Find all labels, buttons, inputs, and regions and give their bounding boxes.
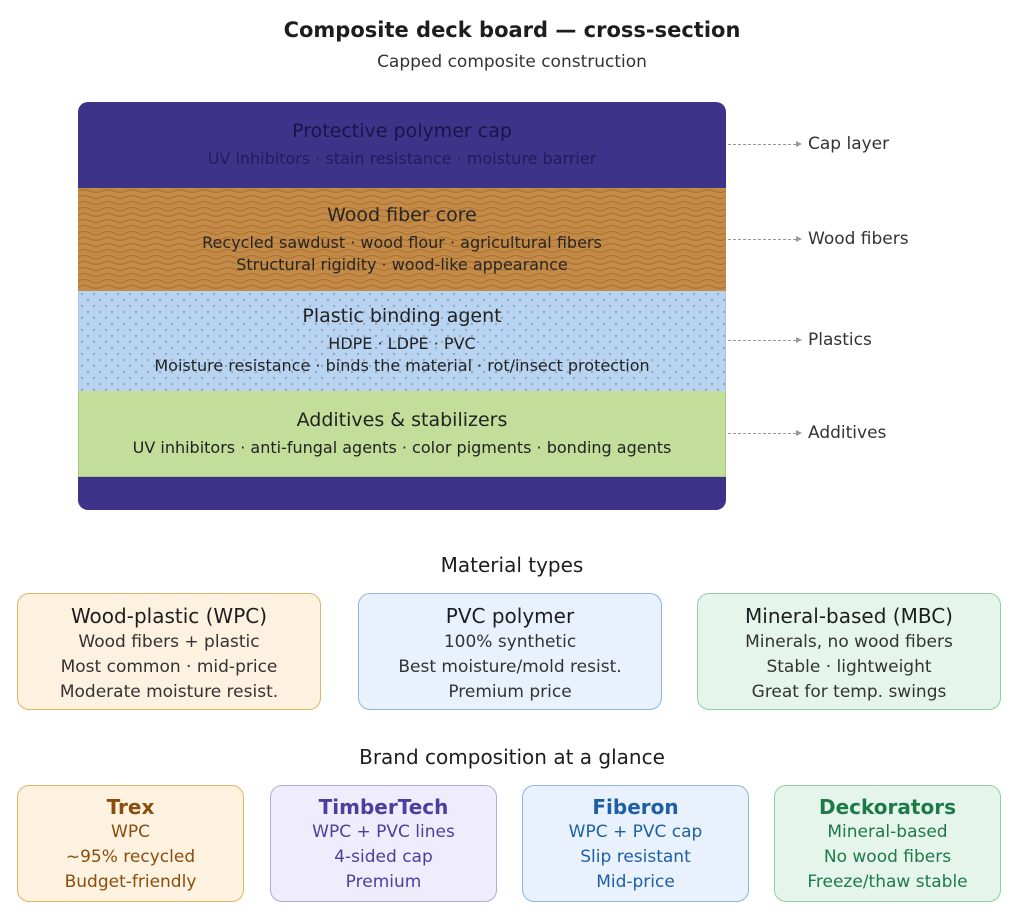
layer-additives: Additives & stabilizers UV inhibitors · … — [78, 391, 726, 477]
layer-plastic-title: Plastic binding agent — [302, 305, 502, 327]
brand-card-fiberon: Fiberon WPC + PVC cap Slip resistant Mid… — [522, 785, 749, 902]
material-card-wpc: Wood-plastic (WPC) Wood fibers + plastic… — [17, 593, 321, 710]
callout-dash — [728, 238, 796, 240]
material-types-heading: Material types — [440, 553, 584, 577]
material-card-line: Moderate moisture resist. — [59, 682, 279, 702]
wood-grain-texture — [78, 188, 726, 291]
brand-card-line: 4-sided cap — [334, 847, 433, 867]
brand-card-line: Budget-friendly — [64, 872, 197, 892]
layer-additives-line-1: UV inhibitors · anti-fungal agents · col… — [132, 437, 672, 457]
brand-card-deckorators: Deckorators Mineral-based No wood fibers… — [774, 785, 1001, 902]
brands-heading: Brand composition at a glance — [359, 745, 665, 769]
brand-card-line: Freeze/thaw stable — [807, 872, 968, 892]
material-card-mbc: Mineral-based (MBC) Minerals, no wood fi… — [697, 593, 1001, 710]
callout-cap-label: Cap layer — [808, 134, 890, 154]
callout-cap: Cap layer — [728, 134, 889, 154]
callout-wood: Wood fibers — [728, 229, 909, 249]
diagram-title: Composite deck board — cross-section — [283, 18, 741, 42]
material-card-line: Wood fibers + plastic — [78, 632, 260, 652]
material-card-line: Stable · lightweight — [766, 657, 932, 677]
arrow-right-icon — [796, 337, 802, 343]
brand-card-line: No wood fibers — [823, 847, 952, 867]
material-card-line: Most common · mid-price — [60, 657, 278, 677]
material-card-line: 100% synthetic — [443, 632, 577, 652]
brand-card-line: Slip resistant — [580, 847, 691, 867]
material-card-line: Best moisture/mold resist. — [398, 657, 622, 677]
callout-plastic: Plastics — [728, 330, 872, 350]
brand-card-line: WPC + PVC cap — [568, 822, 703, 842]
layer-wood-line-2: Structural rigidity · wood-like appearan… — [236, 254, 568, 274]
brand-card-timbertech: TimberTech WPC + PVC lines 4-sided cap P… — [270, 785, 497, 902]
layer-wood-fiber: Wood fiber core Recycled sawdust · wood … — [78, 188, 726, 291]
layer-bottom-cap — [78, 477, 726, 510]
material-card-title: Mineral-based (MBC) — [745, 604, 953, 628]
callout-dash — [728, 143, 796, 145]
material-card-line: Minerals, no wood fibers — [745, 632, 953, 652]
brand-card-title: Deckorators — [819, 795, 956, 819]
brand-card-title: TimberTech — [318, 795, 449, 819]
callout-wood-label: Wood fibers — [808, 229, 909, 249]
arrow-right-icon — [796, 236, 802, 242]
material-card-pvc: PVC polymer 100% synthetic Best moisture… — [358, 593, 662, 710]
layer-cap-line-1: UV inhibitors · stain resistance · moist… — [207, 149, 597, 168]
brand-card-title: Fiberon — [592, 795, 679, 819]
layer-additives-title: Additives & stabilizers — [296, 408, 508, 431]
brand-card-line: WPC + PVC lines — [312, 822, 455, 842]
arrow-right-icon — [796, 430, 802, 436]
brand-card-line: ~95% recycled — [65, 847, 196, 867]
layer-cap-title: Protective polymer cap — [292, 120, 512, 142]
brand-card-title: Trex — [106, 795, 155, 819]
layer-plastic-binder: Plastic binding agent HDPE · LDPE · PVC … — [78, 291, 726, 391]
brand-card-trex: Trex WPC ~95% recycled Budget-friendly — [17, 785, 244, 902]
callout-dash — [728, 432, 796, 434]
layer-wood-title: Wood fiber core — [327, 203, 477, 226]
callout-dash — [728, 339, 796, 341]
brand-card-line: WPC — [111, 822, 150, 842]
callout-additives-label: Additives — [808, 423, 887, 443]
callout-additives: Additives — [728, 423, 886, 443]
material-card-title: Wood-plastic (WPC) — [70, 604, 268, 628]
layer-plastic-line-1: HDPE · LDPE · PVC — [328, 334, 476, 353]
layer-wood-line-1: Recycled sawdust · wood flour · agricult… — [202, 232, 602, 252]
material-card-title: PVC polymer — [445, 604, 575, 628]
brand-card-line: Premium — [345, 872, 422, 892]
material-card-line: Premium price — [448, 682, 572, 702]
brand-card-line: Mineral-based — [827, 822, 948, 842]
callout-plastic-label: Plastics — [808, 330, 872, 350]
diagram-subtitle: Capped composite construction — [377, 52, 647, 72]
arrow-right-icon — [796, 141, 802, 147]
brand-card-line: Mid-price — [596, 872, 675, 892]
layer-plastic-line-2: Moisture resistance · binds the material… — [154, 356, 650, 375]
layer-cap: Protective polymer cap UV inhibitors · s… — [78, 102, 726, 188]
plastic-dot-texture — [79, 291, 725, 391]
material-card-line: Great for temp. swings — [751, 682, 947, 702]
